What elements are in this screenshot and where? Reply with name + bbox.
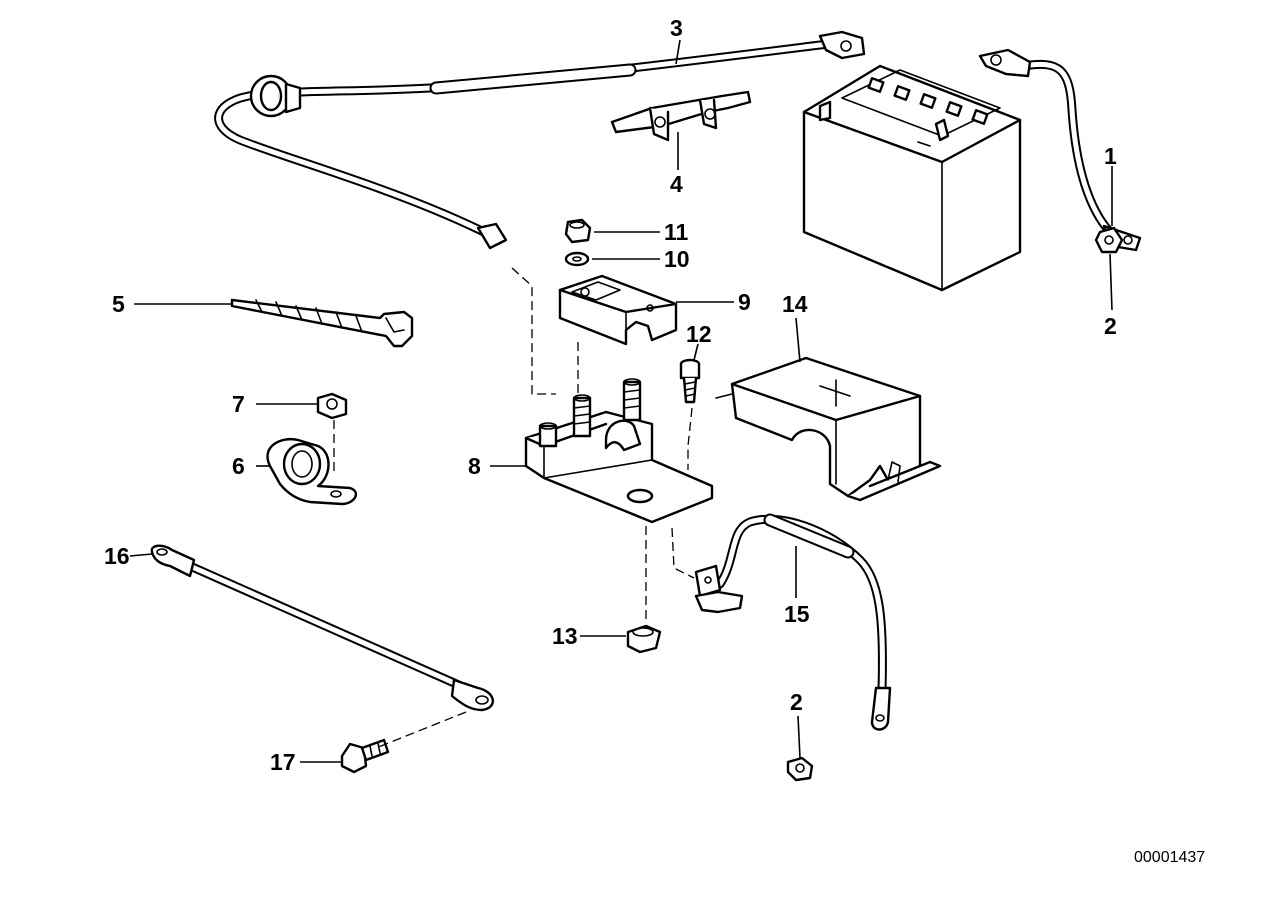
cable-clip[interactable] (610, 90, 752, 142)
leader-lines (129, 39, 1113, 763)
callout-15: 15 (784, 601, 810, 627)
nut-lower[interactable] (786, 756, 814, 782)
callout-2-lower: 2 (790, 689, 803, 715)
callout-2-upper: 2 (1104, 313, 1117, 339)
assembly-lines (333, 267, 695, 749)
battery[interactable] (802, 64, 1022, 292)
battery-cable[interactable] (214, 30, 866, 250)
callout-5: 5 (112, 291, 125, 317)
callout-13: 13 (552, 623, 578, 649)
cable-holder-strip[interactable] (230, 298, 414, 348)
document-id: 00001437 (1134, 849, 1205, 866)
callout-12: 12 (686, 321, 712, 347)
ground-strap[interactable] (150, 544, 494, 712)
battery-cable-short[interactable] (694, 513, 892, 731)
bolt-12[interactable] (679, 358, 701, 404)
callout-17: 17 (270, 749, 296, 775)
callout-10: 10 (664, 246, 690, 272)
callout-9: 9 (738, 289, 751, 315)
terminal-bracket[interactable] (524, 378, 714, 524)
callout-11: 11 (664, 219, 689, 245)
callout-16: 16 (104, 543, 130, 569)
nut-upper[interactable] (1094, 226, 1124, 254)
washer-10[interactable] (564, 251, 590, 267)
callout-8: 8 (468, 453, 481, 479)
callout-7: 7 (232, 391, 245, 417)
callout-4: 4 (670, 171, 683, 197)
nut-13[interactable] (626, 624, 662, 654)
battery-terminal-cover[interactable] (715, 356, 942, 502)
nut-7[interactable] (316, 392, 348, 420)
nut-11[interactable] (564, 218, 592, 244)
callout-labels: 1 2 3 4 5 6 7 8 9 10 11 12 13 14 15 16 1… (104, 15, 1117, 775)
callout-6: 6 (232, 453, 245, 479)
callout-14: 14 (782, 291, 808, 317)
callout-3: 3 (670, 15, 683, 41)
screw-17[interactable] (340, 738, 390, 774)
cable-clamp[interactable] (266, 437, 358, 506)
terminal-cap[interactable] (558, 274, 678, 346)
callout-1: 1 (1104, 143, 1117, 169)
